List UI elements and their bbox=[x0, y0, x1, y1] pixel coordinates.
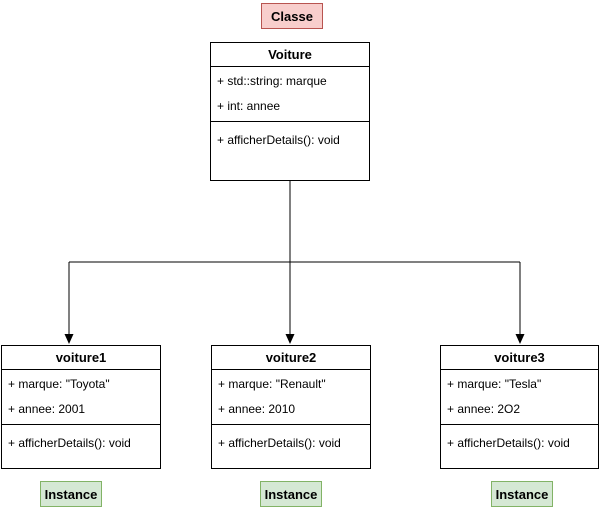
class-attribute: + int: annee bbox=[217, 99, 281, 113]
instance-box-voiture1[interactable]: voiture1 + marque: "Toyota" + annee: 200… bbox=[1, 345, 161, 469]
instance-attributes: + marque: "Renault" + annee: 2010 bbox=[212, 370, 370, 425]
instance-title: voiture1 bbox=[2, 346, 160, 370]
instance-title: voiture3 bbox=[441, 346, 598, 370]
instance-stereotype-label-2[interactable]: Instance bbox=[260, 481, 322, 507]
instance-attribute: + marque: "Tesla" bbox=[447, 377, 542, 391]
instance-attribute: + annee: 2001 bbox=[8, 402, 86, 416]
instance-attribute: + annee: 2010 bbox=[218, 402, 296, 416]
instance-attribute: + marque: "Renault" bbox=[218, 377, 326, 391]
instance-attribute: + marque: "Toyota" bbox=[8, 377, 110, 391]
class-stereotype-text: Classe bbox=[271, 8, 313, 24]
instance-title: voiture2 bbox=[212, 346, 370, 370]
class-title: Voiture bbox=[211, 43, 369, 67]
instance-box-voiture3[interactable]: voiture3 + marque: "Tesla" + annee: 2O2 … bbox=[440, 345, 599, 469]
class-box-voiture[interactable]: Voiture + std::string: marque + int: ann… bbox=[210, 42, 370, 181]
class-method: + afficherDetails(): void bbox=[217, 133, 340, 147]
class-stereotype-label[interactable]: Classe bbox=[261, 3, 323, 29]
edge-arrowheads bbox=[64, 334, 525, 344]
instance-stereotype-label-1[interactable]: Instance bbox=[40, 481, 102, 507]
instance-attributes: + marque: "Tesla" + annee: 2O2 bbox=[441, 370, 598, 425]
instance-method: + afficherDetails(): void bbox=[8, 436, 131, 450]
instance-methods: + afficherDetails(): void bbox=[212, 425, 370, 468]
arrowhead-voiture1 bbox=[64, 334, 74, 344]
instance-methods: + afficherDetails(): void bbox=[2, 425, 160, 468]
class-attributes: + std::string: marque + int: annee bbox=[211, 67, 369, 122]
arrowhead-voiture3 bbox=[515, 334, 525, 344]
instance-box-voiture2[interactable]: voiture2 + marque: "Renault" + annee: 20… bbox=[211, 345, 371, 469]
instance-stereotype-label-3[interactable]: Instance bbox=[491, 481, 553, 507]
instance-method: + afficherDetails(): void bbox=[218, 436, 341, 450]
instance-methods: + afficherDetails(): void bbox=[441, 425, 598, 468]
instance-attribute: + annee: 2O2 bbox=[447, 402, 521, 416]
class-methods: + afficherDetails(): void bbox=[211, 122, 369, 180]
edge-paths bbox=[68, 181, 521, 335]
instance-stereotype-text: Instance bbox=[264, 486, 318, 502]
instance-stereotype-text: Instance bbox=[44, 486, 98, 502]
instance-attributes: + marque: "Toyota" + annee: 2001 bbox=[2, 370, 160, 425]
instance-method: + afficherDetails(): void bbox=[447, 436, 570, 450]
instance-stereotype-text: Instance bbox=[495, 486, 549, 502]
arrowhead-voiture2 bbox=[285, 334, 295, 344]
class-attribute: + std::string: marque bbox=[217, 74, 327, 88]
